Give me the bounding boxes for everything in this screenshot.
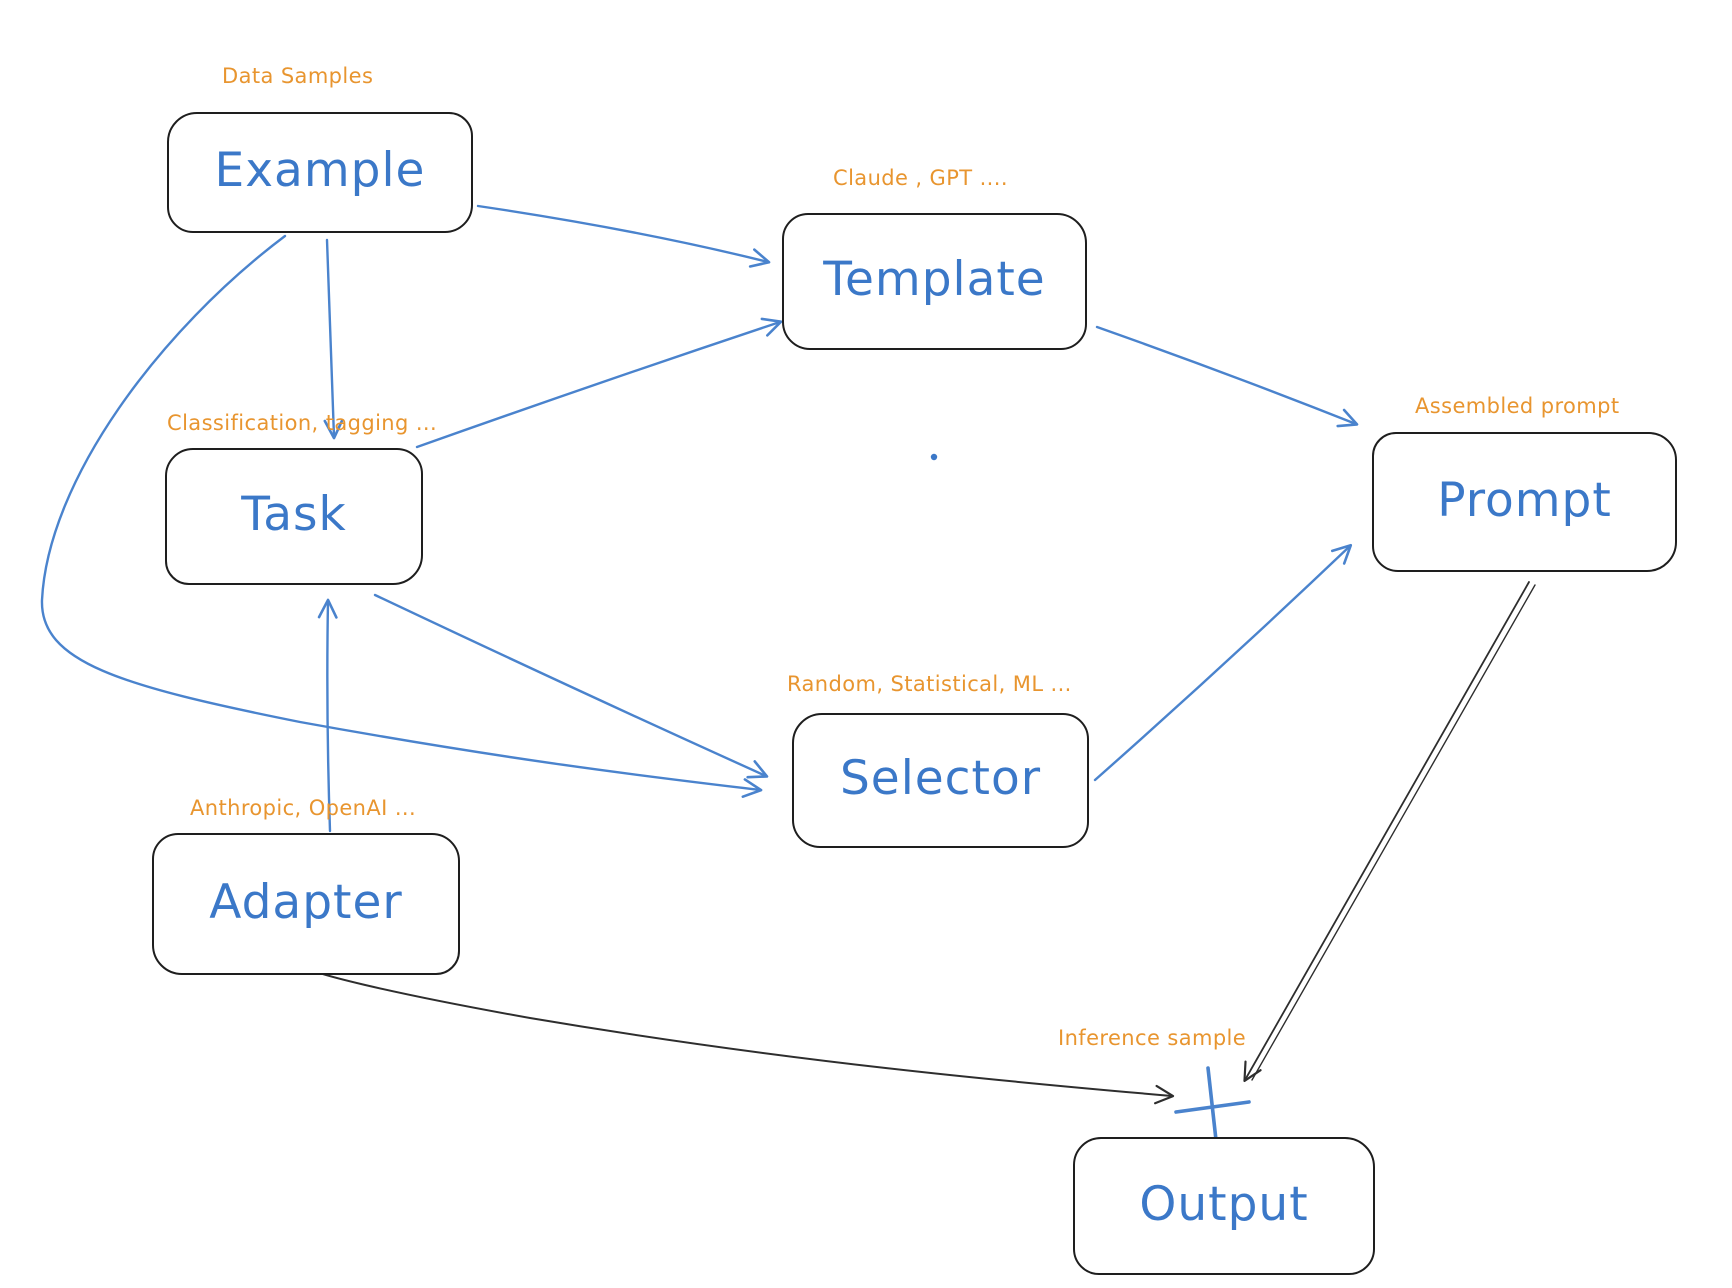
edge-adapter-to-cross bbox=[299, 956, 1175, 1105]
node-output-label: Output bbox=[1139, 1176, 1309, 1232]
node-task: Task bbox=[165, 448, 423, 585]
node-example: Example bbox=[167, 112, 473, 233]
node-task-label: Task bbox=[241, 487, 347, 542]
node-prompt-label: Prompt bbox=[1437, 472, 1612, 528]
annotation-assembled-prompt: Assembled prompt bbox=[1415, 394, 1620, 418]
edge-template-to-prompt bbox=[1095, 325, 1359, 428]
annotation-inference-sample: Inference sample bbox=[1058, 1026, 1247, 1050]
node-template-label: Template bbox=[823, 252, 1046, 307]
edge-task-to-selector bbox=[373, 593, 769, 779]
node-adapter: Adapter bbox=[152, 833, 460, 975]
node-template: Template bbox=[782, 213, 1087, 350]
stray-dot bbox=[930, 453, 938, 461]
edge-selector-to-prompt bbox=[1093, 543, 1353, 782]
annotation-random-statistical-ml: Random, Statistical, ML ... bbox=[787, 672, 1072, 696]
edge-adapter-to-task bbox=[317, 598, 338, 833]
annotation-data-samples: Data Samples bbox=[222, 64, 374, 88]
node-adapter-label: Adapter bbox=[209, 874, 403, 930]
edge-task-to-template bbox=[415, 317, 783, 449]
edge-prompt-to-cross bbox=[1243, 581, 1530, 1083]
node-selector: Selector bbox=[792, 713, 1089, 848]
edge-prompt-to-cross-sketch bbox=[1251, 584, 1536, 1081]
inference-cross-mark bbox=[1174, 1066, 1251, 1142]
node-output: Output bbox=[1073, 1137, 1375, 1275]
edge-example-to-selector-curve bbox=[40, 234, 763, 798]
edge-example-to-task bbox=[323, 238, 344, 440]
annotation-claude-gpt: Claude , GPT .... bbox=[833, 166, 1008, 190]
annotation-anthropic-openai: Anthropic, OpenAI ... bbox=[190, 796, 417, 820]
edge-example-to-template bbox=[476, 204, 771, 268]
node-example-label: Example bbox=[214, 143, 426, 198]
node-selector-label: Selector bbox=[839, 751, 1042, 806]
node-prompt: Prompt bbox=[1372, 432, 1677, 572]
annotation-classification-tagging: Classification, tagging ... bbox=[167, 411, 438, 435]
